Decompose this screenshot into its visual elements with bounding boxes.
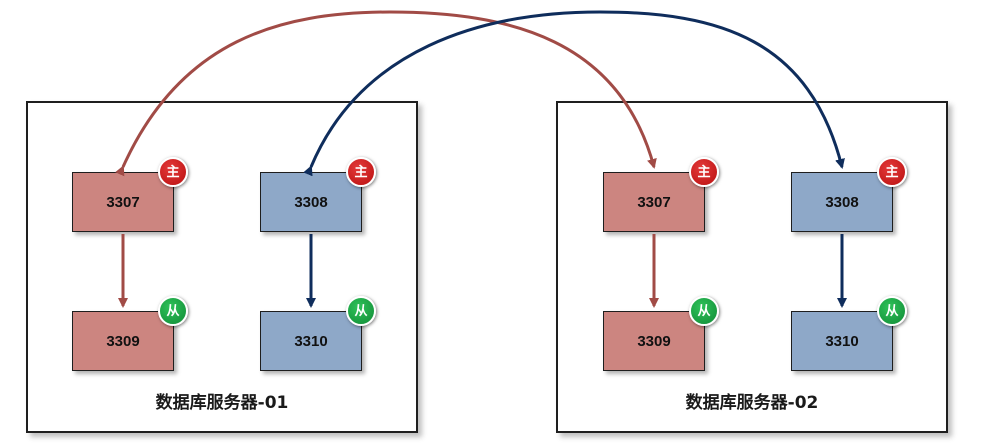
arc-red-s01-3307-s02-3307 [115, 10, 657, 177]
master-badge-icon: 主 [877, 157, 907, 187]
node-port-label: 3310 [294, 332, 328, 350]
node-s02-3308[interactable]: 3308 [791, 172, 893, 232]
node-s02-3310[interactable]: 3310 [791, 311, 893, 371]
server-box-01: 数据库服务器-01 [26, 101, 418, 433]
server-label-01: 数据库服务器-01 [155, 393, 289, 413]
node-port-label: 3309 [637, 332, 671, 350]
node-s01-3310[interactable]: 3310 [260, 311, 362, 371]
server-label-02: 数据库服务器-02 [685, 393, 819, 413]
node-s01-3308[interactable]: 3308 [260, 172, 362, 232]
node-s01-3309[interactable]: 3309 [72, 311, 174, 371]
slave-badge-icon: 从 [158, 296, 188, 326]
node-port-label: 3307 [106, 193, 140, 211]
node-port-label: 3308 [294, 193, 328, 211]
node-port-label: 3310 [825, 332, 859, 350]
arc-blue-s01-3308-s02-3308 [303, 10, 845, 177]
node-s02-3309[interactable]: 3309 [603, 311, 705, 371]
node-port-label: 3309 [106, 332, 140, 350]
node-s01-3307[interactable]: 3307 [72, 172, 174, 232]
server-box-02: 数据库服务器-02 [556, 101, 948, 433]
node-port-label: 3308 [825, 193, 859, 211]
slave-badge-icon: 从 [877, 296, 907, 326]
slave-badge-icon: 从 [346, 296, 376, 326]
node-port-label: 3307 [637, 193, 671, 211]
slave-badge-icon: 从 [689, 296, 719, 326]
